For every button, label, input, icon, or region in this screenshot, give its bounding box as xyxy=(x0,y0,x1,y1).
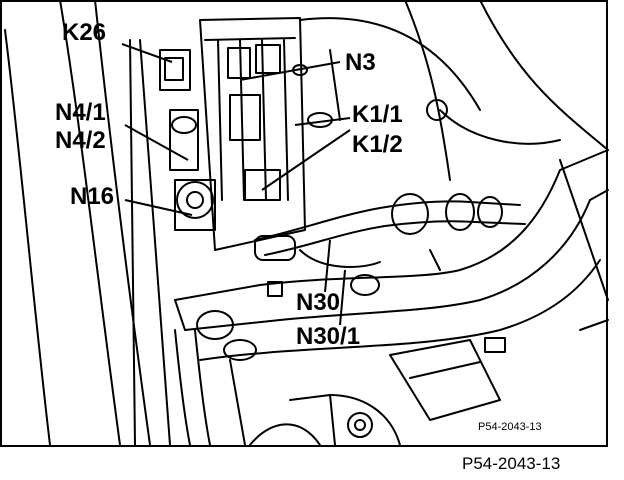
label-n3: N3 xyxy=(345,49,376,76)
figure-caption: P54-2043-13 xyxy=(462,454,561,473)
label-n4-1: N4/1 xyxy=(55,99,106,126)
label-n30: N30 xyxy=(296,289,340,316)
label-k1-1: K1/1 xyxy=(352,101,403,128)
line-art xyxy=(4,0,609,446)
inset-code: P54-2043-13 xyxy=(478,421,542,433)
label-k1-2: K1/2 xyxy=(352,131,403,158)
leader-lines xyxy=(121,43,351,326)
illustration-frame xyxy=(0,0,608,447)
label-n4-2: N4/2 xyxy=(55,127,106,154)
label-k26: K26 xyxy=(62,19,106,46)
label-n16: N16 xyxy=(70,183,114,210)
label-n30-1: N30/1 xyxy=(296,323,360,350)
